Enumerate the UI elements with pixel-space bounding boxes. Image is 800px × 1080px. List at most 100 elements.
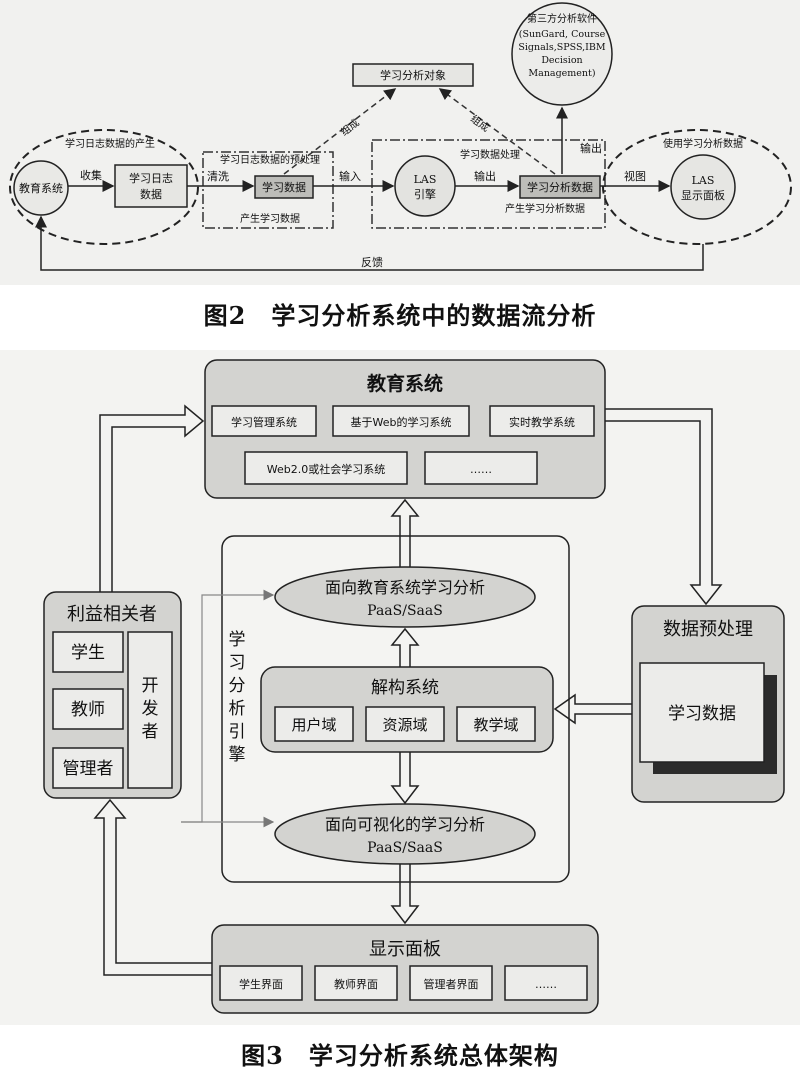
dashboard-label-2: 显示面板 — [681, 188, 725, 202]
edu-system-title: 教育系统 — [367, 372, 443, 395]
dashboard-node — [670, 154, 736, 220]
analysis-data-node — [519, 175, 601, 199]
las-engine-label-1: LAS — [414, 173, 437, 186]
edu-system-node — [13, 160, 69, 216]
learning-data-label: 学习数据 — [668, 704, 736, 724]
compose-right-label: 组成 — [468, 112, 492, 134]
developer-label-char: 开 — [142, 676, 159, 696]
log-data-label-2: 数据 — [140, 187, 162, 201]
learning-data-node — [254, 175, 314, 199]
third-party-title: 第三方分析软件 — [527, 12, 597, 25]
engine-to-edu-arrow — [390, 498, 420, 567]
compose-left-arrow — [283, 88, 397, 175]
view-label: 视图 — [624, 169, 646, 183]
stakeholder-item-box — [52, 631, 124, 673]
analysis-data-label: 学习分析数据 — [527, 180, 593, 194]
edu-item-label: …… — [470, 463, 492, 476]
engine-label-char: 分 — [229, 676, 246, 696]
edu-item-label: 实时教学系统 — [509, 415, 575, 429]
visual-analysis-to-dashboard-arrow — [390, 864, 420, 925]
clean-label: 清洗 — [207, 170, 229, 183]
log-data-label-1: 学习日志 — [129, 171, 173, 185]
dashboard-item-label: 教师界面 — [334, 978, 378, 991]
domain-box — [365, 706, 445, 742]
stakeholder-item-label: 学生 — [71, 643, 105, 663]
engine-label-char: 擎 — [229, 745, 246, 765]
engine-label-char: 引 — [229, 722, 246, 742]
compose-left-label: 组成 — [338, 116, 362, 139]
edu-analysis-label: 面向教育系统学习分析 — [325, 578, 485, 597]
dashboard-item-label: …… — [535, 978, 557, 991]
output-label: 输出 — [474, 169, 496, 183]
edu-item-box — [424, 451, 538, 485]
usage-region-label: 使用学习分析数据 — [663, 137, 743, 150]
deconstruct-to-edu-analysis-arrow — [390, 627, 420, 667]
domain-label: 教学域 — [473, 716, 518, 734]
generation-region-label: 学习日志数据的产生 — [65, 137, 155, 150]
las-engine-node — [394, 155, 456, 217]
input-label: 输入 — [339, 169, 361, 183]
domain-box — [456, 706, 536, 742]
preprocess-to-deconstruct-arrow — [553, 693, 632, 725]
preprocess-region — [202, 151, 334, 229]
visual-analysis-label: 面向可视化的学习分析 — [325, 815, 485, 834]
produce-analysis-label: 产生学习分析数据 — [505, 202, 585, 215]
figure-2-caption: 图2 学习分析系统中的数据流分析 — [203, 301, 597, 330]
preprocess-region-label: 学习日志数据的预处理 — [220, 153, 320, 166]
processing-region — [371, 139, 606, 229]
edu-item-box — [489, 405, 595, 437]
collect-label: 收集 — [80, 168, 102, 182]
domain-label: 资源域 — [382, 716, 427, 734]
stakeholder-item-box — [52, 688, 124, 730]
dashboard-item-box — [219, 965, 303, 1001]
third-party-node — [511, 2, 613, 106]
domain-label: 用户域 — [291, 716, 336, 734]
edu-item-box — [332, 405, 470, 437]
dashboard-to-stakeholders-arrow — [93, 798, 212, 976]
figure-2-panel: 学习日志数据的产生 学习日志数据的预处理 学习数据处理 使用学习分析数据 教育系… — [0, 0, 800, 285]
dashboard-item-label: 学生界面 — [239, 977, 283, 991]
generation-region — [9, 129, 199, 245]
edu-analysis-ellipse — [274, 566, 536, 628]
edu-item-label: 学习管理系统 — [231, 415, 297, 429]
dashboard-box — [211, 924, 599, 1014]
output-up-label: 输出 — [580, 141, 602, 155]
stakeholder-item-box — [52, 747, 124, 789]
third-party-line-2: Signals,SPSS,IBM — [518, 42, 606, 53]
edu-analysis-sublabel: PaaS/SaaS — [367, 603, 443, 619]
edu-item-box — [211, 405, 317, 437]
third-party-line-1: (SunGard, Course — [519, 29, 606, 40]
dashboard-label-1: LAS — [692, 174, 715, 187]
engine-label-char: 习 — [229, 653, 246, 673]
dashboard-title: 显示面板 — [369, 939, 441, 960]
dashboard-item-box — [504, 965, 588, 1001]
usage-region — [602, 129, 792, 245]
stakeholders-to-edu-arrow — [99, 404, 205, 592]
las-engine-label-2: 引擎 — [414, 187, 436, 201]
engine-label-char: 析 — [229, 699, 246, 719]
processing-region-label: 学习数据处理 — [460, 148, 520, 161]
third-party-line-4: Management) — [528, 68, 595, 79]
learning-data-box — [639, 662, 765, 763]
log-data-node — [114, 164, 188, 208]
learning-data-label: 学习数据 — [262, 180, 306, 194]
visual-analysis-sublabel: PaaS/SaaS — [367, 840, 443, 856]
compose-right-arrow — [438, 88, 556, 175]
preprocess-title: 数据预处理 — [663, 619, 753, 640]
stakeholders-title: 利益相关者 — [67, 604, 157, 625]
feedback-arrow — [35, 215, 704, 271]
analysis-object-node — [352, 63, 474, 87]
engine-label-char: 学 — [229, 630, 246, 650]
edu-item-label: 基于Web的学习系统 — [351, 415, 452, 429]
dashboard-item-label: 管理者界面 — [424, 977, 479, 991]
edu-item-box — [244, 451, 408, 485]
architecture-diagram: 教育系统 学习管理系统 基于Web的学习系统 实时教学系统 Web2.0或社会学… — [43, 359, 785, 1014]
developer-label-char: 发 — [142, 699, 159, 719]
domain-box — [274, 706, 354, 742]
data-flow-diagram: 学习日志数据的产生 学习日志数据的预处理 学习数据处理 使用学习分析数据 教育系… — [9, 2, 792, 271]
dashboard-item-box — [314, 965, 398, 1001]
third-party-line-3: Decision — [541, 55, 582, 66]
edu-item-label: Web2.0或社会学习系统 — [267, 462, 385, 476]
developer-label-char: 者 — [142, 722, 159, 742]
figure-3-caption: 图3 学习分析系统总体架构 — [241, 1041, 559, 1070]
